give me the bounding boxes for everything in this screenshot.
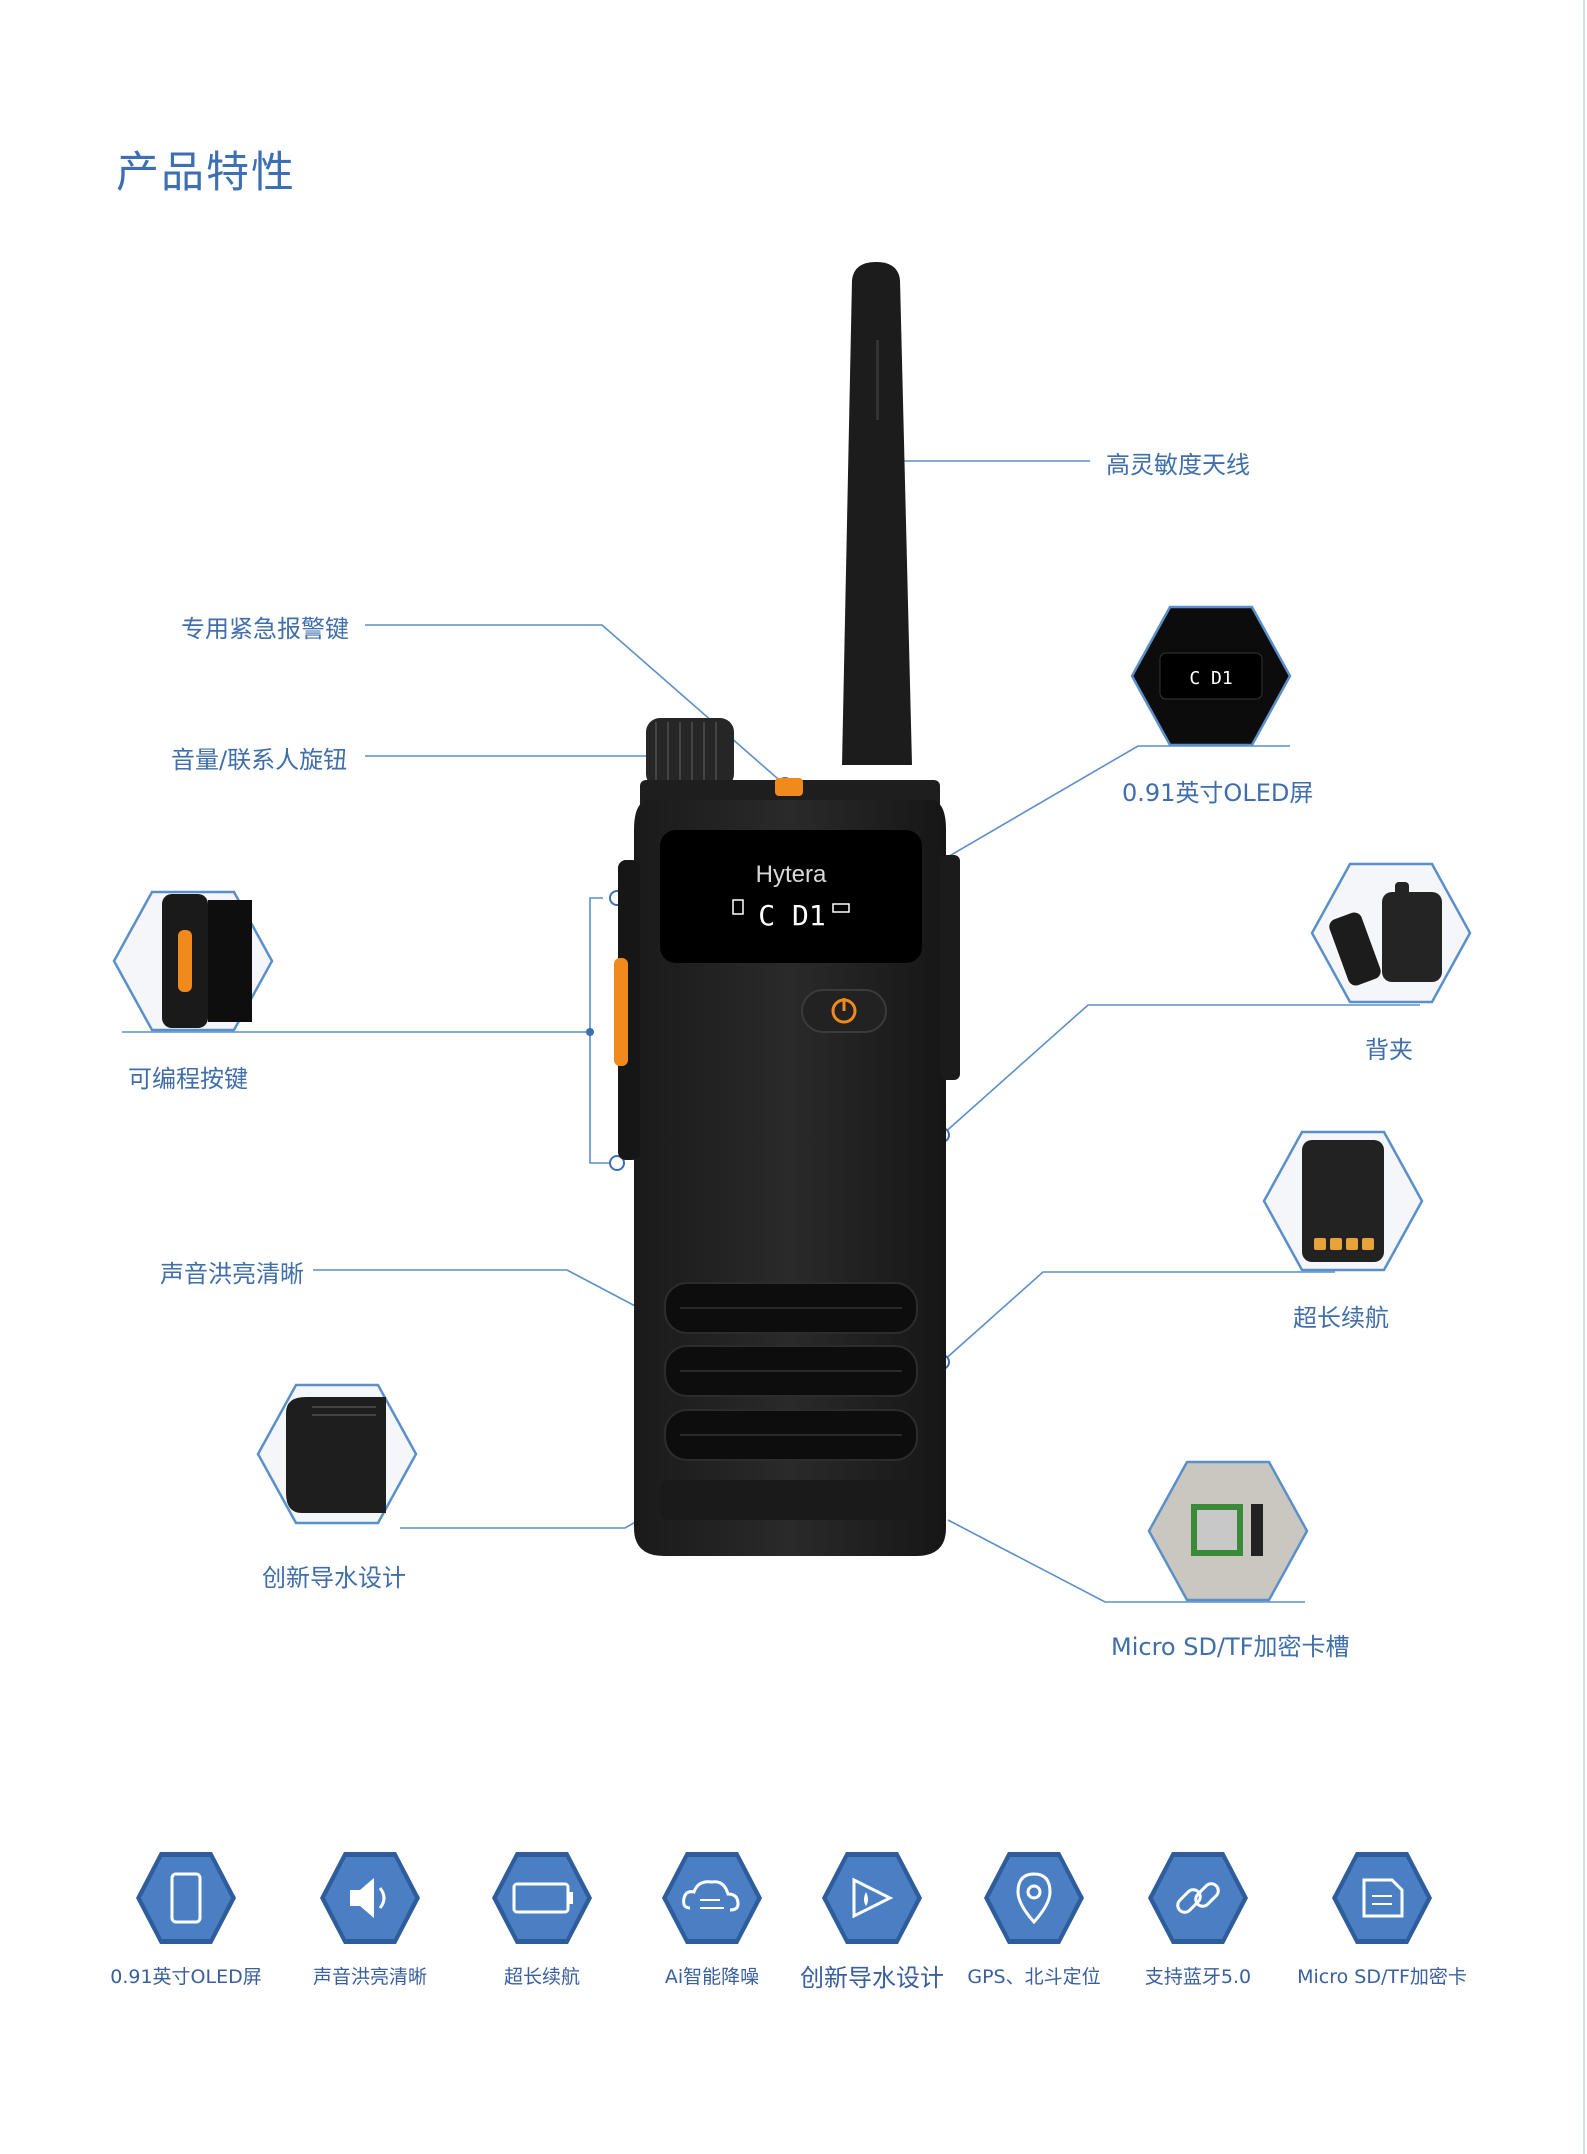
oled-window bbox=[660, 830, 922, 963]
feature-ai-noise: Ai智能降噪 bbox=[612, 1850, 812, 1989]
sd-card-icon bbox=[1332, 1852, 1432, 1944]
feature-audio: 声音洪亮清晰 bbox=[270, 1850, 470, 1989]
volume-knob bbox=[646, 718, 734, 788]
oled-detail-thumbnail: C D1 bbox=[1130, 605, 1292, 747]
antenna bbox=[842, 262, 912, 765]
callout-belt-clip: 背夹 bbox=[1365, 1036, 1413, 1064]
page-title: 产品特性 bbox=[116, 148, 296, 198]
battery-icon bbox=[492, 1852, 592, 1944]
callout-volume-knob: 音量/联系人旋钮 bbox=[171, 746, 348, 774]
location-pin-icon bbox=[984, 1852, 1084, 1944]
oled-display-text: C D1 bbox=[758, 899, 825, 932]
svg-text:C D1: C D1 bbox=[1189, 668, 1232, 689]
feature-bluetooth: 支持蓝牙5.0 bbox=[1098, 1850, 1298, 1989]
feature-battery: 超长续航 bbox=[442, 1850, 642, 1989]
brand-logo: Hytera bbox=[756, 861, 827, 888]
oled-screen-icon bbox=[136, 1852, 236, 1944]
feature-label: GPS、北斗定位 bbox=[967, 1966, 1101, 1988]
callout-programmable-keys: 可编程按键 bbox=[128, 1065, 248, 1093]
speaker-icon bbox=[320, 1852, 420, 1944]
feature-oled: 0.91英寸OLED屏 bbox=[86, 1850, 286, 1989]
feature-label: 超长续航 bbox=[503, 1966, 580, 1988]
programmable-key-orange bbox=[614, 958, 628, 1066]
water-drain-thumbnail bbox=[256, 1383, 418, 1525]
page-edge-rule bbox=[1583, 0, 1585, 2154]
feature-sd-card: Micro SD/TF加密卡 bbox=[1282, 1850, 1482, 1989]
feature-gps: GPS、北斗定位 bbox=[934, 1850, 1134, 1989]
callout-oled: 0.91英寸OLED屏 bbox=[1122, 779, 1314, 807]
feature-label: Ai智能降噪 bbox=[664, 1966, 760, 1988]
callout-loud-audio: 声音洪亮清晰 bbox=[160, 1260, 304, 1288]
callout-water-drain: 创新导水设计 bbox=[262, 1564, 406, 1592]
bluetooth-link-icon bbox=[1148, 1852, 1248, 1944]
battery-thumbnail bbox=[1262, 1130, 1424, 1272]
feature-water-drain: 创新导水设计 bbox=[772, 1850, 972, 1993]
feature-label: 声音洪亮清晰 bbox=[312, 1966, 427, 1988]
feature-label: 创新导水设计 bbox=[800, 1964, 944, 1992]
feature-label: Micro SD/TF加密卡 bbox=[1297, 1966, 1467, 1988]
callout-emergency-key: 专用紧急报警键 bbox=[181, 615, 349, 643]
belt-clip-thumbnail bbox=[1310, 862, 1472, 1004]
emergency-key bbox=[775, 778, 803, 796]
ai-noise-icon bbox=[662, 1852, 762, 1944]
sd-slot-thumbnail bbox=[1147, 1460, 1309, 1602]
water-drain-icon bbox=[822, 1852, 922, 1944]
callout-battery: 超长续航 bbox=[1293, 1304, 1389, 1332]
feature-label: 0.91英寸OLED屏 bbox=[110, 1966, 262, 1988]
callout-antenna: 高灵敏度天线 bbox=[1106, 451, 1250, 479]
programmable-key-thumbnail bbox=[112, 890, 274, 1032]
callout-sd-slot: Micro SD/TF加密卡槽 bbox=[1111, 1633, 1350, 1661]
feature-label: 支持蓝牙5.0 bbox=[1144, 1966, 1252, 1988]
